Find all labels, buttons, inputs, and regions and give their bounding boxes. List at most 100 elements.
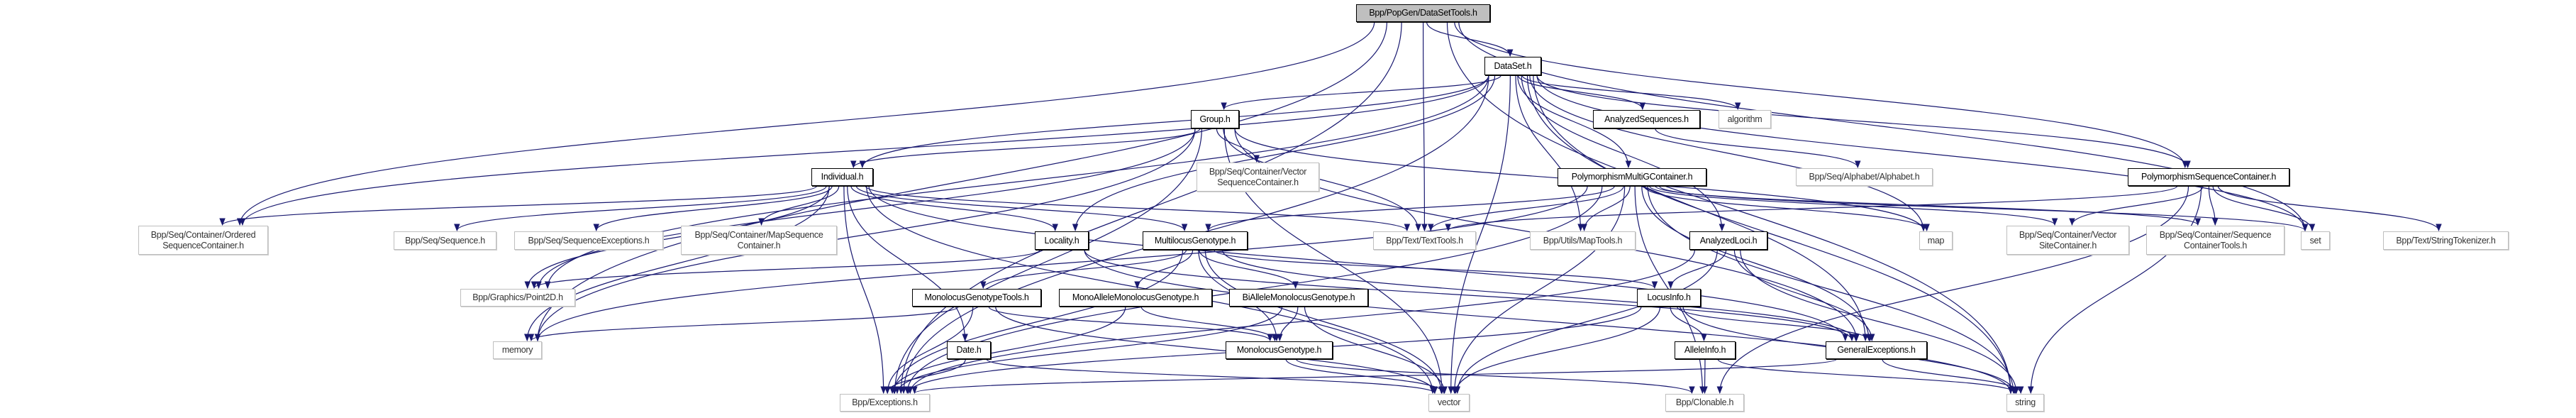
edge-analyzedloci-to-string xyxy=(1740,249,2020,395)
edge-group-to-memory xyxy=(534,128,1196,342)
node-root[interactable]: Bpp/PopGen/DataSetTools.h xyxy=(1356,4,1490,22)
edge-individual-to-multilocus xyxy=(855,185,1188,232)
node-vector[interactable]: vector xyxy=(1428,394,1470,412)
edge-multilocus-to-vector xyxy=(1204,249,1445,395)
edge-pmgc-to-seqconttools xyxy=(1655,185,2201,226)
edge-biallele-to-vector xyxy=(1304,306,1448,395)
node-locusinfo[interactable]: LocusInfo.h xyxy=(1637,289,1701,307)
node-analyzedloci[interactable]: AnalyzedLoci.h xyxy=(1689,231,1767,250)
edge-dataset-to-map xyxy=(1529,75,1927,232)
node-map[interactable]: map xyxy=(1919,231,1953,250)
node-analyzedseq[interactable]: AnalyzedSequences.h xyxy=(1593,110,1700,128)
edge-multilocus-to-exceptions xyxy=(891,249,1184,395)
edge-psc-to-texttools xyxy=(1445,185,2178,232)
edge-pmgc-to-vector xyxy=(1451,185,1626,395)
edge-locality-to-genexc xyxy=(1084,249,1855,342)
node-mapseqcont[interactable]: Bpp/Seq/Container/MapSequence Container.… xyxy=(681,226,837,255)
node-psc[interactable]: PolymorphismSequenceContainer.h xyxy=(2128,168,2289,186)
edge-monolocus-to-clonable xyxy=(1295,358,1695,395)
edge-locusinfo-to-genexc xyxy=(1677,306,1873,342)
node-monotools[interactable]: MonolocusGenotypeTools.h xyxy=(912,289,1041,307)
edge-individual-to-exceptions xyxy=(843,185,887,395)
edge-individual-to-texttools xyxy=(865,185,1410,232)
node-maptools[interactable]: Bpp/Utils/MapTools.h xyxy=(1530,231,1636,250)
edge-pmgc-to-map xyxy=(1643,185,1930,232)
node-algorithm[interactable]: algorithm xyxy=(1719,110,1771,128)
node-string[interactable]: string xyxy=(2006,394,2044,412)
edge-dataset-to-string xyxy=(1533,75,2014,395)
edge-psc-to-string xyxy=(2027,185,2202,395)
edge-dataset-to-vector xyxy=(1448,75,1511,395)
edge-dataset-to-algorithm xyxy=(1521,75,1741,111)
edge-group-to-texttools xyxy=(1223,128,1421,232)
node-multilocus[interactable]: MultilocusGenotype.h xyxy=(1143,231,1248,250)
node-orderedseq[interactable]: Bpp/Seq/Container/Ordered SequenceContai… xyxy=(138,226,268,255)
edge-pmgc-to-texttools xyxy=(1428,185,1624,232)
node-monolocus[interactable]: MonolocusGenotype.h xyxy=(1226,341,1333,359)
node-locality[interactable]: Locality.h xyxy=(1035,231,1089,250)
node-genexc[interactable]: GeneralExceptions.h xyxy=(1826,341,1927,359)
edge-dataset-to-locality xyxy=(1072,75,1496,232)
edge-analyzedloci-to-genexc xyxy=(1733,249,1875,342)
edge-group-to-exceptions xyxy=(892,128,1202,395)
node-seqexc[interactable]: Bpp/Seq/SequenceExceptions.h xyxy=(514,231,663,250)
node-seqconttools[interactable]: Bpp/Seq/Container/Sequence ContainerTool… xyxy=(2146,226,2284,255)
edge-root-to-texttools xyxy=(1421,21,1428,232)
node-dataset[interactable]: DataSet.h xyxy=(1484,57,1541,75)
edge-multilocus-to-locusinfo xyxy=(1214,249,1658,290)
node-biallele[interactable]: BiAlleleMonolocusGenotype.h xyxy=(1229,289,1368,307)
edge-psc-to-clonable xyxy=(1716,185,2189,395)
node-stringtok[interactable]: Bpp/Text/StringTokenizer.h xyxy=(2383,231,2509,250)
edge-psc-to-seqconttools xyxy=(2208,185,2219,226)
edge-dataset-to-individual xyxy=(859,75,1489,169)
edge-analyzedseq-to-alphabet xyxy=(1655,128,1861,169)
edge-biallele-to-exceptions xyxy=(894,306,1283,395)
edge-monoallele-to-monolocus xyxy=(1140,306,1278,342)
edge-dataset-to-genexc xyxy=(1526,75,1869,342)
edge-monotools-to-memory xyxy=(528,306,959,342)
edge-dataset-to-group xyxy=(1221,75,1501,111)
edge-analyzedloci-to-locusinfo xyxy=(1667,249,1727,290)
node-sequence[interactable]: Bpp/Seq/Sequence.h xyxy=(394,231,496,250)
node-clonable[interactable]: Bpp/Clonable.h xyxy=(1665,394,1744,412)
node-monoallele[interactable]: MonoAlleleMonolocusGenotype.h xyxy=(1059,289,1212,307)
edge-biallele-to-monolocus xyxy=(1277,306,1299,342)
edge-locality-to-point2d xyxy=(531,249,1040,290)
edge-individual-to-mapseqcont xyxy=(758,185,840,226)
node-texttools[interactable]: Bpp/Text/TextTools.h xyxy=(1373,231,1476,250)
edge-group-to-vecseqcont xyxy=(1216,128,1260,163)
edge-root-to-dataset xyxy=(1426,21,1514,57)
edge-multilocus-to-monotools xyxy=(980,249,1187,290)
node-individual[interactable]: Individual.h xyxy=(811,168,873,186)
edge-root-to-set xyxy=(1458,21,2309,232)
node-vecseqcont[interactable]: Bpp/Seq/Container/Vector SequenceContain… xyxy=(1197,163,1319,192)
edge-multilocus-to-biallele xyxy=(1199,249,1299,290)
edge-psc-to-set xyxy=(2212,185,2316,232)
edge-dataset-to-orderedseq xyxy=(239,75,1489,226)
node-point2d[interactable]: Bpp/Graphics/Point2D.h xyxy=(460,289,575,307)
node-alphabet[interactable]: Bpp/Seq/Alphabet/Alphabet.h xyxy=(1796,168,1933,186)
edge-pmgc-to-string xyxy=(1647,185,2017,395)
edge-genexc-to-exceptions xyxy=(911,358,1838,395)
edge-psc-to-vecsitecont xyxy=(2069,185,2204,226)
edge-individual-to-orderedseq xyxy=(219,185,818,226)
edge-individual-to-memory xyxy=(523,185,830,342)
edge-pmgc-to-set xyxy=(1658,185,2309,232)
node-exceptions[interactable]: Bpp/Exceptions.h xyxy=(840,394,930,412)
edge-date-to-vector xyxy=(986,358,1438,395)
edge-pmgc-to-multilocus xyxy=(1205,185,1615,232)
node-vecsitecont[interactable]: Bpp/Seq/Container/Vector SiteContainer.h xyxy=(2006,226,2129,255)
node-set[interactable]: set xyxy=(2301,231,2330,250)
edge-dataset-to-maptools xyxy=(1515,75,1584,232)
edge-pmgc-to-maptools xyxy=(1581,185,1631,232)
edge-individual-to-point2d xyxy=(524,185,830,290)
node-group[interactable]: Group.h xyxy=(1191,110,1239,128)
edge-multilocus-to-monoallele xyxy=(1134,249,1194,290)
node-date[interactable]: Date.h xyxy=(947,341,991,359)
node-alleleinfo[interactable]: AlleleInfo.h xyxy=(1675,341,1736,359)
node-memory[interactable]: memory xyxy=(493,341,542,359)
node-pmgc[interactable]: PolymorphismMultiGContainer.h xyxy=(1558,168,1706,186)
edge-individual-to-locality xyxy=(850,185,1058,232)
edge-dataset-to-analyzedseq xyxy=(1517,75,1646,111)
edge-individual-to-date xyxy=(847,185,968,342)
